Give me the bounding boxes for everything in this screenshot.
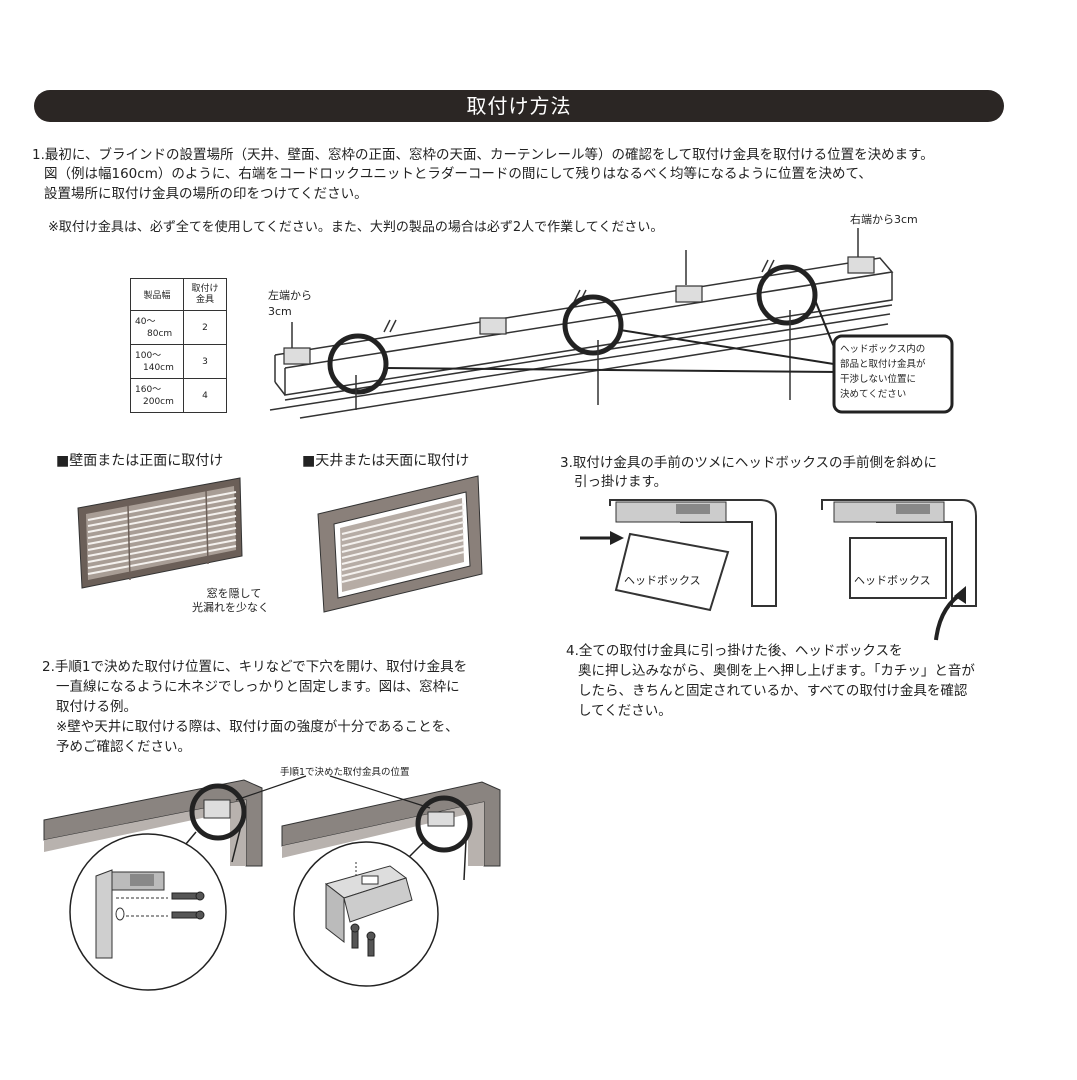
wall-mount-title: ■壁面または正面に取付け	[56, 453, 224, 469]
step3-line1: 3.取付け金具の手前のツメにヘッドボックスの手前側を斜めに	[560, 455, 937, 471]
step4-line4: してください。	[578, 703, 672, 719]
step2-line3: 取付ける例。	[56, 699, 137, 715]
bracket-3	[675, 285, 703, 303]
right-edge-label: 右端から3cm	[850, 213, 918, 226]
step2-line5: 予めご確認ください。	[56, 739, 191, 755]
width-from: 40～	[135, 316, 156, 327]
ceiling-mount-illustration	[317, 475, 483, 613]
step1-note: ※取付け金具は、必ず全てを使用してください。また、大判の製品の場合は必ず2人で作…	[48, 220, 664, 235]
callout-box	[832, 334, 954, 414]
step4-hook-diagram	[821, 499, 977, 641]
headbox-label-step3: ヘッドボックス	[624, 574, 701, 587]
width-from: 160～	[135, 384, 162, 395]
callout-line: 決めてください	[840, 389, 907, 400]
table-cell-width: 160～ 200cm	[130, 378, 184, 413]
bracket-count-table: 製品幅 取付け 金具 40～ 80cm 2 100～ 140cm 3 160～ …	[130, 278, 227, 413]
table-row: 160～ 200cm 4	[130, 378, 227, 413]
width-to: 200cm	[143, 396, 174, 407]
section-title-banner: 取付け方法	[34, 90, 1004, 122]
width-from: 100～	[135, 350, 162, 361]
detail-circle-mid	[562, 294, 624, 356]
table-row: 100～ 140cm 3	[130, 344, 227, 379]
callout-text: ヘッドボックス内の 部品と取付け金具が 干渉しない位置に 決めてください	[840, 342, 926, 402]
step4-line3: したら、きちんと固定されているか、すべての取付け金具を確認	[578, 683, 968, 699]
callout-line: ヘッドボックス内の	[840, 344, 926, 355]
detail-circle-left	[327, 333, 389, 395]
wall-mount-note: 窓を隠して	[206, 587, 262, 601]
step2-line2: 一直線になるように木ネジでしっかりと固定します。図は、窓枠に	[56, 679, 460, 695]
step3-hook-diagram	[580, 499, 777, 612]
width-to: 140cm	[143, 362, 174, 373]
width-to: 80cm	[147, 328, 173, 339]
step1-line1: 1.最初に、ブラインドの設置場所（天井、壁面、窓枠の正面、窓枠の天面、カーテンレ…	[32, 147, 934, 163]
bracket-1	[283, 347, 311, 365]
bracket-4	[847, 256, 875, 274]
wall-mount-illustration	[77, 477, 243, 589]
wall-note-line: 窓を隠して	[206, 587, 262, 600]
left-edge-label-2: 3cm	[268, 305, 292, 318]
table-cell-count: 3	[183, 344, 227, 379]
bracket-2	[479, 317, 507, 335]
ceiling-mount-title: ■天井または天面に取付け	[302, 453, 470, 469]
detail-circle-right	[756, 264, 818, 326]
step1-line3: 設置場所に取付け金具の場所の印をつけてください。	[44, 186, 368, 202]
step3-line2: 引っ掛けます。	[574, 474, 668, 490]
step2-line4: ※壁や天井に取付ける際は、取付け面の強度が十分であることを、	[56, 719, 459, 735]
callout-line: 干渉しない位置に	[840, 374, 917, 385]
step4-line2: 奥に押し込みながら、奥側を上へ押し上げます。「カチッ」と音が	[578, 663, 975, 679]
left-edge-label-1: 左端から	[268, 289, 312, 302]
headbox-label-step4: ヘッドボックス	[854, 574, 931, 587]
wall-note-line-2: 光漏れを少なく	[192, 601, 269, 614]
step2-line1: 2.手順1で決めた取付け位置に、キリなどで下穴を開け、取付け金具を	[42, 659, 468, 675]
table-row: 40～ 80cm 2	[130, 310, 227, 345]
bracket-position-label: 手順1で決めた取付金具の位置	[280, 767, 410, 778]
table-header-count: 取付け 金具	[183, 278, 227, 311]
table-cell-count: 2	[183, 310, 227, 345]
table-cell-count: 4	[183, 378, 227, 413]
callout-line: 部品と取付け金具が	[840, 359, 926, 370]
step1-line2: 図（例は幅160cm）のように、右端をコードロックユニットとラダーコードの間にし…	[44, 166, 872, 182]
table-cell-width: 100～ 140cm	[130, 344, 184, 379]
step4-line1: 4.全ての取付け金具に引っ掛けた後、ヘッドボックスを	[566, 643, 903, 659]
